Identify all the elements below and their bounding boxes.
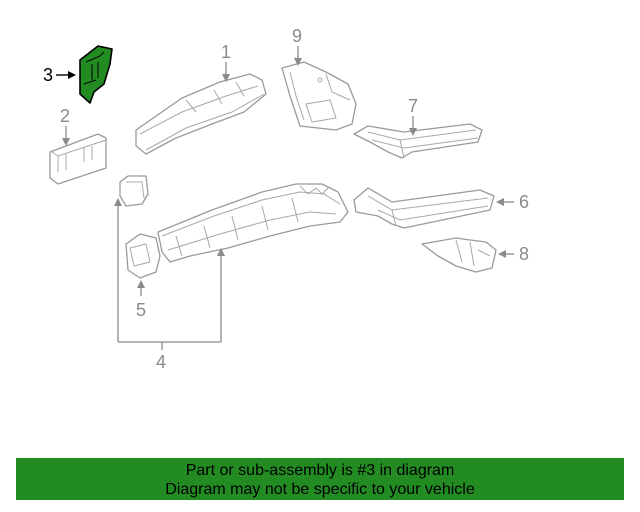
callout-6-label: 6: [519, 192, 529, 212]
part-9-bracket[interactable]: [281, 61, 357, 131]
part-3-bracket[interactable]: [79, 45, 113, 104]
callout-5: 5: [136, 280, 146, 320]
callout-2-label: 2: [60, 106, 70, 126]
callout-4-label: 4: [156, 352, 166, 372]
callout-8: 8: [498, 244, 529, 264]
callout-3: 3: [43, 65, 76, 85]
part-5-block[interactable]: [125, 233, 161, 279]
callout-3-label: 3: [43, 65, 53, 85]
part-4-main-rail[interactable]: [157, 183, 349, 263]
callout-1: 1: [221, 42, 231, 82]
callout-2: 2: [60, 106, 70, 146]
part-1-rail[interactable]: [135, 73, 267, 155]
part-2-plate[interactable]: [49, 133, 107, 185]
parts-diagram: 3 2 1 9: [43, 26, 529, 372]
callout-8-label: 8: [519, 244, 529, 264]
callout-4: 4: [114, 198, 225, 372]
callout-7-label: 7: [408, 96, 418, 116]
part-4-small-bracket[interactable]: [119, 175, 149, 207]
info-banner: Part or sub-assembly is #3 in diagram Di…: [16, 458, 624, 500]
callout-5-label: 5: [136, 300, 146, 320]
banner-line-2: Diagram may not be specific to your vehi…: [165, 481, 475, 498]
banner-line-1: Part or sub-assembly is #3 in diagram: [185, 462, 455, 479]
callout-9: 9: [292, 26, 302, 66]
part-8-bracket[interactable]: [421, 237, 497, 273]
callout-1-label: 1: [221, 42, 231, 62]
part-7-member[interactable]: [353, 123, 483, 159]
callout-6: 6: [496, 192, 529, 212]
callout-7: 7: [408, 96, 418, 136]
part-6-member[interactable]: [353, 187, 495, 229]
callout-9-label: 9: [292, 26, 302, 46]
